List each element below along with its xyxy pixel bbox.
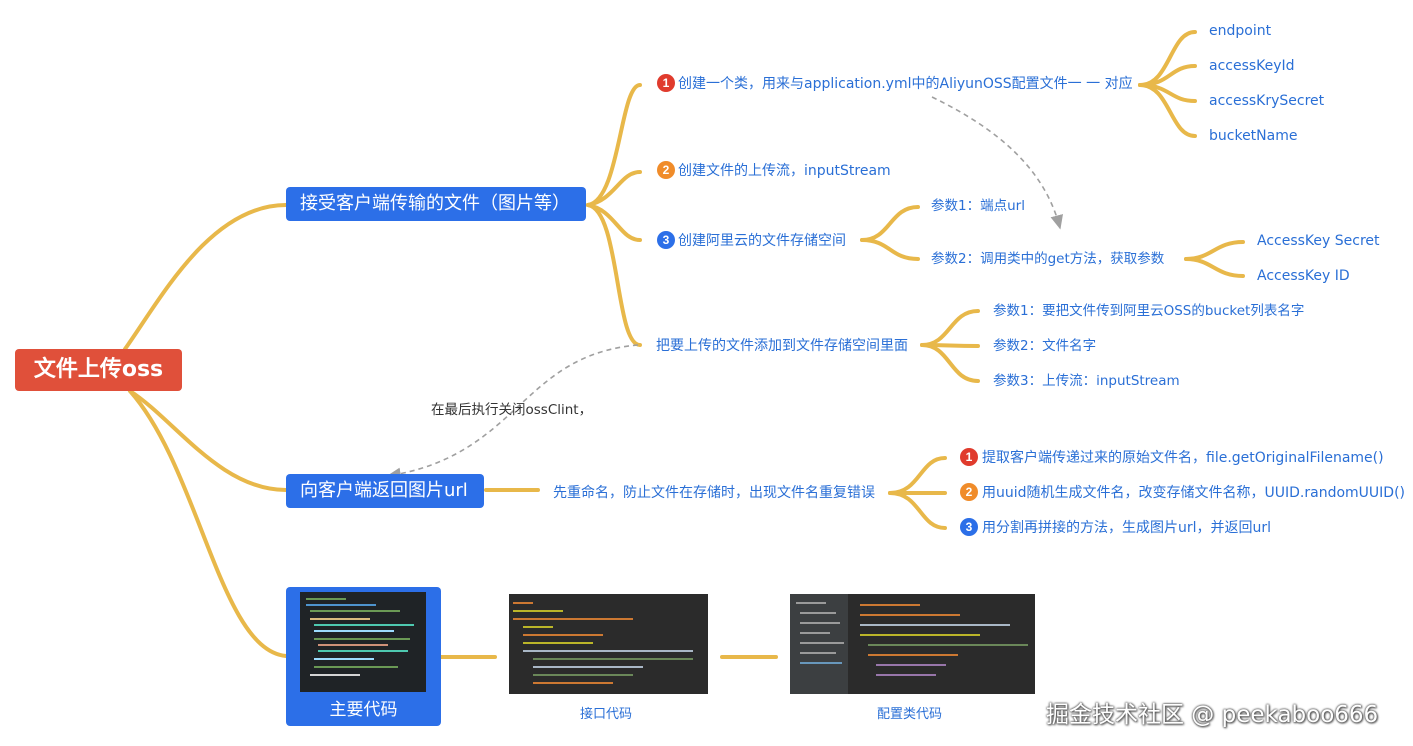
- field-accesskrysecret[interactable]: accessKrySecret: [1209, 93, 1325, 109]
- config-code-thumbnail[interactable]: [790, 594, 1035, 694]
- root-node[interactable]: 文件上传oss: [15, 349, 182, 391]
- config-code-caption: 配置类代码: [877, 707, 943, 722]
- step-badge-3: 3: [657, 231, 675, 249]
- step3-label[interactable]: 创建阿里云的文件存储空间: [678, 233, 846, 249]
- step4-param1[interactable]: 参数1：要把文件传到阿里云OSS的bucket列表名字: [993, 303, 1305, 319]
- url-step-badge-3: 3: [960, 518, 978, 536]
- field-accesskeyid[interactable]: accessKeyId: [1209, 58, 1295, 74]
- step-badge-1: 1: [657, 74, 675, 92]
- interface-code-caption: 接口代码: [580, 707, 633, 722]
- url-step3-label[interactable]: 用分割再拼接的方法，生成图片url，并返回url: [982, 520, 1272, 536]
- field-endpoint[interactable]: endpoint: [1209, 23, 1272, 39]
- step4-param2[interactable]: 参数2：文件名字: [993, 338, 1097, 354]
- url-step-badge-2: 2: [960, 483, 978, 501]
- branch-receive-file[interactable]: 接受客户端传输的文件（图片等）: [286, 187, 586, 221]
- watermark: 掘金技术社区 @ peekaboo666: [1046, 702, 1379, 728]
- step3-param1[interactable]: 参数1：端点url: [931, 198, 1025, 214]
- url-step-badge-1: 1: [960, 448, 978, 466]
- url-step1-label[interactable]: 提取客户端传递过来的原始文件名，file.getOriginalFilename…: [982, 450, 1384, 466]
- interface-code-thumbnail[interactable]: [509, 594, 708, 694]
- branch-return-url[interactable]: 向客户端返回图片url: [286, 474, 484, 508]
- step2-label[interactable]: 创建文件的上传流，inputStream: [678, 163, 891, 179]
- main-code-thumbnail: [300, 592, 426, 692]
- url-step2-label[interactable]: 用uuid随机生成文件名，改变存储文件名称，UUID.randomUUID(): [982, 485, 1405, 501]
- close-client-note: 在最后执行关闭ossClint，: [431, 402, 593, 418]
- step-badge-2: 2: [657, 161, 675, 179]
- field-bucketname[interactable]: bucketName: [1209, 128, 1298, 144]
- main-code-node[interactable]: 主要代码: [286, 587, 441, 726]
- main-code-label: 主要代码: [329, 700, 398, 720]
- rename-note[interactable]: 先重命名，防止文件在存储时，出现文件名重复错误: [553, 485, 875, 501]
- step1-label[interactable]: 创建一个类，用来与application.yml中的AliyunOSS配置文件一…: [678, 76, 1133, 92]
- step3-param2[interactable]: 参数2：调用类中的get方法，获取参数: [931, 251, 1165, 267]
- step4-param3[interactable]: 参数3：上传流：inputStream: [993, 373, 1180, 389]
- key-accesskey-id[interactable]: AccessKey ID: [1257, 268, 1350, 284]
- step4-label[interactable]: 把要上传的文件添加到文件存储空间里面: [656, 338, 908, 354]
- key-accesskey-secret[interactable]: AccessKey Secret: [1257, 233, 1380, 249]
